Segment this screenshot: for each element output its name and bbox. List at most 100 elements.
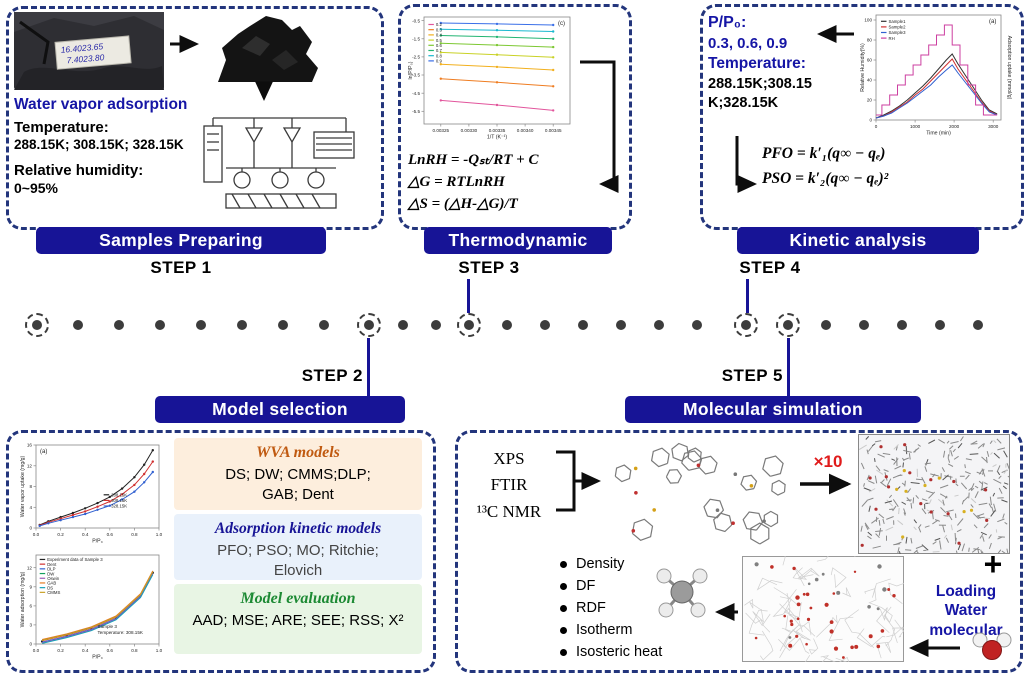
svg-text:GAB: GAB	[47, 581, 56, 586]
svg-text:60: 60	[867, 58, 873, 63]
svg-text:-4.5: -4.5	[412, 91, 420, 96]
output-isotherm: Isotherm	[560, 622, 700, 638]
bullet-icon	[560, 626, 567, 634]
equation-entropy: △S = (△H-△G)/T	[408, 195, 518, 212]
svg-text:0.2: 0.2	[57, 648, 64, 653]
timeline-step-marker	[734, 313, 758, 337]
method-c13nmr: ¹³C NMR	[476, 501, 542, 521]
timeline-dot	[616, 320, 626, 330]
svg-text:0.4: 0.4	[82, 532, 89, 537]
svg-text:(a): (a)	[40, 449, 47, 455]
svg-text:16: 16	[27, 443, 33, 448]
svg-text:DLP: DLP	[47, 567, 55, 572]
svg-text:Sample3: Sample3	[889, 30, 907, 35]
wva-models-panel: WVA models DS; DW; CMMS;DLP; GAB; Dent	[174, 438, 422, 510]
timeline-dot	[319, 320, 329, 330]
step-2-label: STEP 2	[301, 366, 363, 385]
svg-text:-1.5: -1.5	[412, 37, 420, 42]
step-5-label: STEP 5	[721, 366, 783, 385]
svg-text:DS: DS	[47, 585, 53, 590]
equation-gibbs: △G = RTLnRH	[408, 173, 505, 190]
output-rdf: RDF	[560, 600, 700, 616]
svg-text:288.15K: 288.15K	[111, 493, 127, 498]
svg-text:-0.5: -0.5	[412, 18, 420, 23]
output-df: DF	[560, 578, 700, 594]
x10-label: ×10	[813, 452, 843, 471]
thermo-equations: LnRH = -Qₛₜ/RT + C △G = RTLnRH △S = (△H-…	[408, 150, 538, 215]
svg-text:0.0: 0.0	[33, 532, 40, 537]
svg-text:(c): (c)	[558, 21, 565, 27]
timeline-dot	[278, 320, 288, 330]
timeline-dot	[540, 320, 550, 330]
svg-text:4: 4	[29, 505, 32, 510]
timeline-step-marker	[776, 313, 800, 337]
adsorption-apparatus-schematic	[203, 117, 355, 209]
svg-text:RH: RH	[889, 36, 895, 41]
characterization-methods: XPS FTIR ¹³C NMR	[466, 446, 552, 525]
loaded-cell-image	[742, 556, 904, 662]
equation-pfo: PFO = k′₁(q∞ − qₑ)	[762, 145, 886, 162]
svg-text:40: 40	[867, 78, 873, 83]
svg-text:0.2: 0.2	[57, 532, 64, 537]
molecular-simulation-banner: Molecular simulation	[625, 396, 921, 423]
svg-text:-3.5: -3.5	[412, 73, 420, 78]
timeline-dot	[821, 320, 831, 330]
svg-text:0.9: 0.9	[436, 59, 443, 64]
svg-text:0.8: 0.8	[436, 53, 443, 58]
svg-text:Temperature: 308.15K: Temperature: 308.15K	[98, 630, 144, 635]
step-1-label: STEP 1	[150, 258, 212, 277]
svg-text:ln(P/P₀): ln(P/P₀)	[408, 61, 414, 79]
timeline-dot	[654, 320, 664, 330]
kinetic-models-panel: Adsorption kinetic models PFO; PSO; MO; …	[174, 514, 422, 580]
svg-text:-2.5: -2.5	[412, 55, 420, 60]
svg-text:1/T (K⁻¹): 1/T (K⁻¹)	[487, 135, 507, 141]
svg-text:100: 100	[864, 18, 872, 23]
svg-text:Adsorption uptake (mmol/g): Adsorption uptake (mmol/g)	[1006, 36, 1012, 100]
svg-text:0.8: 0.8	[131, 648, 138, 653]
loading-word: Loading	[935, 583, 997, 600]
model-evaluation-title: Model evaluation	[240, 590, 356, 607]
svg-text:80: 80	[867, 38, 873, 43]
timeline-step-marker	[457, 313, 481, 337]
timeline-step-marker	[357, 313, 381, 337]
timeline-dot	[398, 320, 408, 330]
kinetic-analysis-banner: Kinetic analysis	[737, 227, 979, 254]
svg-text:0.00330: 0.00330	[461, 128, 478, 133]
output-density: Density	[560, 556, 700, 572]
coal-sample-photo: 16.4023.65 7.4023.80	[14, 12, 164, 90]
svg-text:0.5: 0.5	[436, 38, 443, 43]
rock-label-line2: 7.4023.80	[66, 52, 105, 65]
timeline-dot	[973, 320, 983, 330]
simulation-outputs: Density DF RDF Isotherm Isosteric heat	[560, 556, 700, 666]
svg-text:6: 6	[29, 604, 32, 609]
svg-text:Dent: Dent	[47, 562, 57, 567]
water-word: Water	[944, 602, 988, 620]
kinetic-models-title: Adsorption kinetic models	[214, 520, 382, 537]
svg-text:Water vapor uptake (mg/g): Water vapor uptake (mg/g)	[20, 455, 26, 517]
svg-text:Oswin: Oswin	[47, 576, 60, 581]
step-5-connector	[787, 338, 790, 396]
svg-text:9: 9	[29, 585, 32, 590]
svg-text:0.7: 0.7	[436, 48, 443, 53]
output-isosteric-heat: Isosteric heat	[560, 644, 700, 660]
svg-text:0.00345: 0.00345	[545, 128, 562, 133]
svg-text:2000: 2000	[949, 124, 960, 129]
svg-text:0: 0	[869, 118, 872, 123]
model-selection-banner: Model selection	[155, 396, 405, 423]
svg-text:DW: DW	[47, 571, 55, 576]
step-3-label: STEP 3	[458, 258, 520, 277]
water-molecule	[972, 632, 1012, 660]
svg-text:12: 12	[27, 464, 33, 469]
timeline-dot	[431, 320, 441, 330]
wva-models-title: WVA models	[256, 444, 340, 461]
svg-text:0.6: 0.6	[107, 648, 114, 653]
output-rdf-label: RDF	[576, 600, 606, 616]
pp0-values: 0.3, 0.6, 0.9	[708, 34, 788, 52]
equation-pso: PSO = k′₂(q∞ − qₑ)²	[762, 169, 889, 187]
equation-lnrh: LnRH = -Qₛₜ/RT + C	[408, 152, 539, 168]
kinetic-temp-label: Temperature:	[708, 54, 806, 72]
timeline-dot	[114, 320, 124, 330]
